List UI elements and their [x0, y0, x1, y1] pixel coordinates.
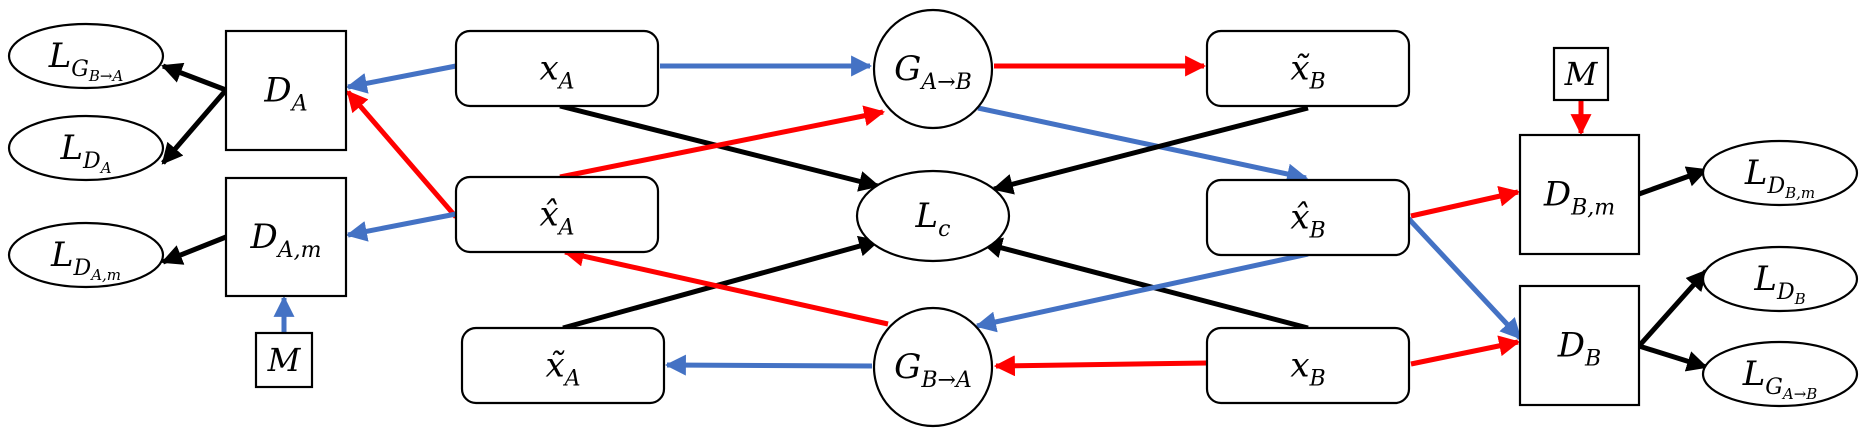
edge-D_A-to-L_G_BA: [161, 62, 227, 93]
node-shape-G_BA: [872, 306, 994, 428]
edge-xhat_A-to-D_Am: [345, 211, 457, 242]
node-label-L_G_AB: LGA→B: [1742, 354, 1818, 403]
node-L_DAm: LDA,m: [7, 221, 165, 289]
node-label-xtil_B: x̃B: [1290, 49, 1325, 95]
node-label-D_Am: DA,m: [249, 217, 321, 263]
node-G_BA: GB→A: [872, 306, 994, 428]
edge-x_B-to-G_BA: [993, 355, 1208, 377]
node-shape-xhat_A: [454, 175, 660, 254]
node-D_Am: DA,m: [224, 176, 348, 298]
edge-D_B-to-L_G_AB: [1638, 343, 1709, 372]
edge-D_Bm-to-L_DBm: [1638, 166, 1708, 197]
node-x_B: xB: [1205, 326, 1411, 405]
node-label-x_B: xB: [1290, 346, 1325, 392]
node-label-L_c: Lc: [915, 196, 951, 242]
edge-x_B-to-L_c: [980, 237, 1309, 331]
node-shape-xhat_B: [1205, 178, 1411, 257]
node-xhat_A: x̂A: [454, 175, 660, 254]
node-shape-M_left: [254, 331, 314, 389]
node-G_AB: GA→B: [872, 8, 994, 130]
node-label-L_DAm: LDA,m: [50, 235, 121, 284]
node-shape-D_Bm: [1518, 133, 1641, 256]
nodes-layer: LGB→ALDALDA,mDADA,mMxAx̂Ax̃AGA→BLcGB→Ax̃…: [7, 8, 1859, 428]
node-D_B: DB: [1518, 284, 1641, 407]
node-shape-L_c: [855, 169, 1011, 263]
node-shape-L_DBm: [1701, 139, 1859, 207]
node-shape-L_G_BA: [7, 22, 165, 90]
edge-G_BA-to-xhat_A: [562, 245, 889, 327]
node-shape-x_A: [454, 29, 660, 108]
node-M_right: M: [1552, 46, 1610, 102]
edge-xhat_B-to-D_Bm: [1410, 185, 1521, 219]
node-shape-L_DA: [7, 114, 165, 182]
node-L_G_BA: LGB→A: [7, 22, 165, 90]
node-shape-D_B: [1518, 284, 1641, 407]
node-M_left: M: [254, 331, 314, 389]
node-x_A: xA: [454, 29, 660, 108]
node-shape-L_DAm: [7, 221, 165, 289]
node-shape-G_AB: [872, 8, 994, 130]
edge-G_AB-to-xhat_B: [977, 105, 1309, 185]
node-label-xhat_B: x̂B: [1290, 198, 1325, 244]
node-label-G_BA: GB→A: [894, 347, 972, 393]
node-label-D_A: DA: [263, 71, 307, 117]
node-label-x_A: xA: [539, 49, 574, 95]
node-D_A: DA: [224, 29, 348, 152]
edges-layer: [161, 55, 1709, 377]
node-L_DBm: LDB,m: [1701, 139, 1859, 207]
node-L_DA: LDA: [7, 114, 165, 182]
node-shape-D_A: [224, 29, 348, 152]
node-shape-L_DB: [1701, 245, 1859, 313]
node-L_G_AB: LGA→B: [1701, 340, 1859, 408]
node-shape-D_Am: [224, 176, 348, 298]
node-shape-xtil_B: [1205, 29, 1411, 108]
node-label-xhat_A: x̂A: [539, 195, 574, 241]
node-xhat_B: x̂B: [1205, 178, 1411, 257]
edge-D_B-to-L_DB: [1637, 269, 1708, 348]
edge-x_B-to-D_B: [1410, 335, 1521, 367]
node-label-M_left: M: [267, 341, 302, 379]
node-shape-M_right: [1552, 46, 1610, 102]
node-label-D_B: DB: [1557, 326, 1601, 372]
edge-x_A-to-D_A: [345, 63, 457, 94]
edge-D_A-to-L_DA: [161, 88, 228, 165]
node-shape-L_G_AB: [1701, 340, 1859, 408]
node-L_DB: LDB: [1701, 245, 1859, 313]
node-label-M_right: M: [1564, 55, 1599, 93]
node-xtil_B: x̃B: [1205, 29, 1411, 108]
edge-D_Am-to-L_DAm: [161, 234, 227, 265]
node-label-G_AB: GA→B: [894, 49, 972, 95]
node-L_c: Lc: [855, 169, 1011, 263]
node-shape-x_B: [1205, 326, 1411, 405]
edge-xtil_B-to-L_c: [991, 105, 1309, 195]
node-label-D_Bm: DB,m: [1543, 175, 1615, 221]
node-label-L_G_BA: LGB→A: [48, 36, 124, 85]
node-D_Bm: DB,m: [1518, 133, 1641, 256]
node-shape-xtil_A: [460, 326, 666, 405]
edge-xhat_B-to-G_BA: [974, 251, 1309, 333]
node-label-L_DB: LDB: [1753, 259, 1805, 308]
node-label-L_DA: LDA: [59, 128, 111, 177]
edge-xhat_B-to-D_B: [1406, 216, 1522, 340]
node-label-xtil_A: x̃A: [545, 346, 580, 392]
node-label-L_DBm: LDB,m: [1744, 153, 1815, 202]
edge-xhat_A-to-G_AB: [559, 105, 886, 180]
edge-G_BA-to-xtil_A: [664, 354, 873, 376]
node-xtil_A: x̃A: [460, 326, 666, 405]
edge-xhat_A-to-D_A: [346, 90, 458, 219]
